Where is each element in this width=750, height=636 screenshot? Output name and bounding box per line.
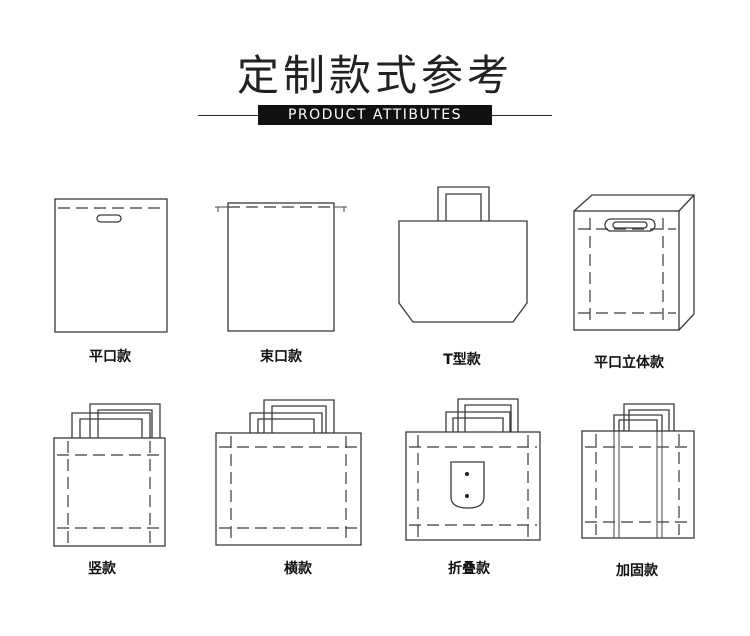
vertical-bag-illustration bbox=[53, 403, 166, 547]
style-label-vertical: 竖款 bbox=[88, 561, 116, 577]
style-label-drawstring: 束口款 bbox=[260, 349, 302, 365]
style-label-flat: 平口款 bbox=[89, 349, 131, 365]
style-label-t-shape: T型款 bbox=[443, 352, 481, 368]
style-label-horizontal: 横款 bbox=[284, 561, 312, 577]
reinforced-bag-illustration bbox=[581, 403, 695, 539]
drawstring-bag-illustration bbox=[215, 202, 347, 332]
flat-3d-bag-illustration bbox=[573, 194, 695, 331]
t-shape-bag-illustration bbox=[398, 186, 528, 323]
title-rule-right bbox=[492, 115, 552, 116]
flat-bag-illustration bbox=[54, 198, 168, 333]
folding-bag-illustration bbox=[405, 398, 541, 541]
horizontal-bag-illustration bbox=[215, 399, 362, 546]
style-label-folding: 折叠款 bbox=[448, 561, 490, 577]
page-title: 定制款式参考 bbox=[236, 51, 513, 100]
style-label-flat-3d: 平口立体款 bbox=[594, 355, 664, 371]
style-label-reinforced: 加固款 bbox=[616, 563, 658, 579]
page-subtitle: PRODUCT ATTIBUTES bbox=[258, 105, 492, 125]
title-rule-left bbox=[198, 115, 258, 116]
